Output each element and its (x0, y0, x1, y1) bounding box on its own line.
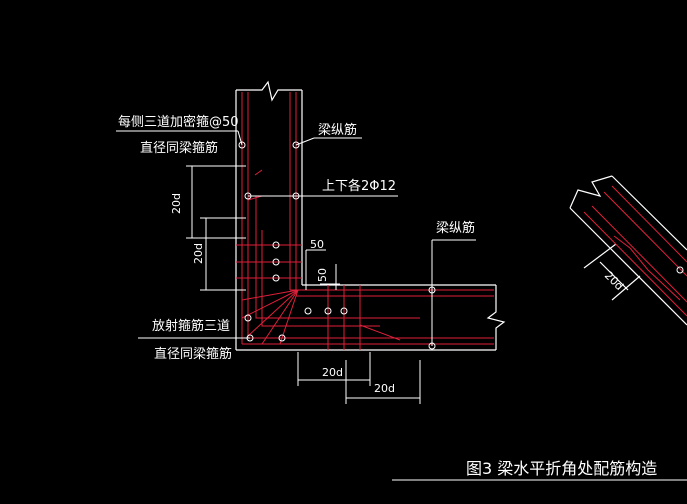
annotation-diameter-same-top: 直径同梁箍筋 (140, 140, 218, 156)
dim-20d-vertical-2: 20d (192, 243, 205, 264)
diagonal-beam-partial (569, 175, 687, 326)
dim-50-side: 50 (316, 268, 329, 282)
annotation-diameter-same-bottom: 直径同梁箍筋 (154, 346, 232, 362)
label-beam-longitudinal-right: 梁纵筋 (436, 220, 475, 236)
bar-dot-right (676, 266, 684, 274)
label-top-bottom-bars: 上下各2Φ12 (322, 178, 396, 194)
dim-50-top: 50 (310, 238, 324, 251)
diagonal-rebar-partial (583, 185, 687, 317)
annotation-encrypted-stirrups: 每侧三道加密箍@50 (118, 114, 239, 130)
dim-20d-diagonal: 20d (602, 269, 626, 293)
dim-20d-vertical-1: 20d (170, 193, 183, 214)
figure-caption: 图3 梁水平折角处配筋构造 (466, 459, 657, 478)
leader-lines (116, 130, 687, 481)
dim-20d-horizontal-2: 20d (374, 382, 395, 395)
beam-outline (235, 80, 506, 351)
dim-20d-horizontal-1: 20d (322, 366, 343, 379)
label-beam-longitudinal-top: 梁纵筋 (318, 122, 357, 138)
annotation-radial-stirrups: 放射箍筋三道 (152, 318, 230, 334)
